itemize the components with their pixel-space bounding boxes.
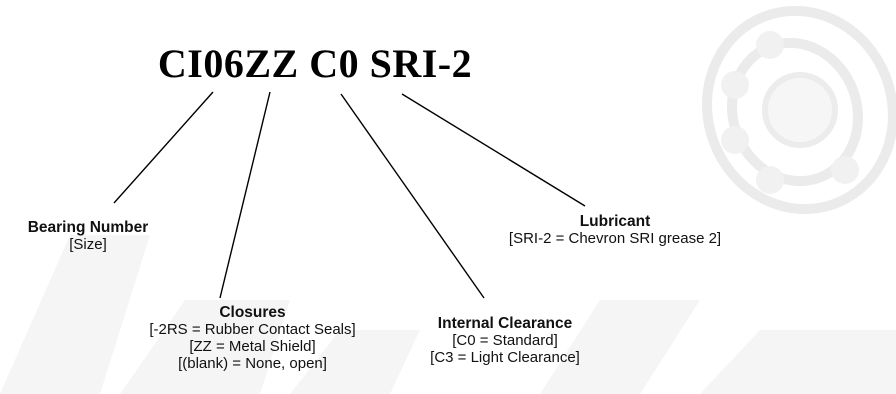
callout-title: Lubricant [579,213,651,230]
callout-title: Closures [219,304,286,321]
callout-line: [C0 = Standard] [452,332,558,349]
callout-line: [Size] [69,236,107,253]
callout-closures: Closures [-2RS = Rubber Contact Seals] [… [145,304,360,372]
leader-internal-clearance [340,93,485,299]
callout-line: [(blank) = None, open] [178,355,327,372]
callout-title: Internal Clearance [437,315,573,332]
callout-internal-clearance: Internal Clearance [C0 = Standard] [C3 =… [405,315,605,366]
leader-closures [219,91,271,299]
leader-bearing-number [113,91,214,204]
callout-title: Bearing Number [27,219,149,236]
callout-lubricant: Lubricant [SRI-2 = Chevron SRI grease 2] [460,213,770,247]
callout-line: [C3 = Light Clearance] [430,349,580,366]
leader-lubricant [401,93,586,207]
bearing-code: CI06ZZ C0 SRI-2 [157,41,473,86]
callout-line: [ZZ = Metal Shield] [189,338,316,355]
callout-line: [SRI-2 = Chevron SRI grease 2] [508,230,722,247]
callout-bearing-number: Bearing Number [Size] [8,219,168,253]
callout-line: [-2RS = Rubber Contact Seals] [149,321,356,338]
